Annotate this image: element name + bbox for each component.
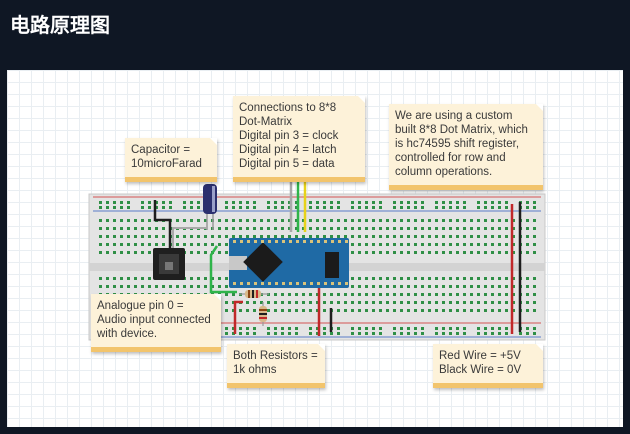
note-line: controlled for row and (395, 152, 506, 164)
note-line: Connections to 8*8 (239, 102, 337, 114)
circuit-diagram: Capacitor = 10microFarad Connections to … (7, 70, 623, 427)
note-matrix: We are using a custom built 8*8 Dot Matr… (389, 104, 543, 190)
wire-green-a0 (209, 245, 237, 294)
note-line: Digital pin 3 = clock (239, 130, 339, 142)
wire-gray-jack (172, 227, 207, 248)
note-line: with device. (97, 328, 158, 340)
note-line: column operations. (395, 166, 493, 178)
note-wires: Red Wire = +5V Black Wire = 0V (433, 344, 543, 388)
note-line: Both Resistors = (233, 350, 318, 362)
note-line: We are using a custom (395, 110, 513, 122)
note-line: Audio input connected (97, 314, 211, 326)
note-line: Digital pin 5 = data (239, 158, 335, 170)
note-connections: Connections to 8*8 Dot-Matrix Digital pi… (233, 96, 365, 182)
resistors (239, 290, 269, 326)
note-capacitor: Capacitor = 10microFarad (125, 138, 217, 182)
note-resistors: Both Resistors = 1k ohms (227, 344, 325, 388)
note-line: Red Wire = +5V (439, 350, 521, 362)
page-title: 电路原理图 (10, 13, 110, 37)
arduino-nano (229, 238, 349, 288)
wire-red-res (233, 300, 243, 334)
note-line: Dot-Matrix (239, 116, 293, 128)
note-analogue: Analogue pin 0 = Audio input connected w… (91, 294, 221, 352)
note-line: 1k ohms (233, 364, 277, 376)
note-line: Capacitor = (131, 144, 191, 156)
note-line: is hc74595 shift register, (395, 138, 520, 150)
note-line: 10microFarad (131, 158, 202, 170)
note-line: Digital pin 4 = latch (239, 144, 337, 156)
note-line: Black Wire = 0V (439, 364, 522, 376)
note-line: built 8*8 Dot Matrix, which (395, 124, 528, 136)
wire-black-jack (153, 200, 172, 248)
note-line: Analogue pin 0 = (97, 300, 184, 312)
